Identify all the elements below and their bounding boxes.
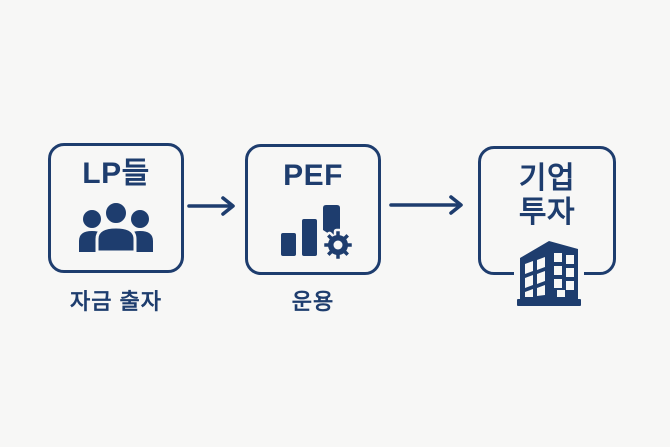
node-corp-title: 기업 투자 [518, 162, 576, 229]
people-group-icon [79, 200, 153, 259]
node-pef-caption: 운용 [291, 289, 335, 314]
bar-chart-gear-icon [279, 203, 357, 266]
node-pef-title: PEF [283, 159, 343, 192]
node-lp: LP들 [48, 143, 184, 273]
right-arrow-icon [389, 195, 463, 215]
node-pef: PEF [245, 144, 381, 275]
node-corp-investment: 기업 투자 [478, 146, 616, 275]
node-lp-caption: 자금 출자 [69, 289, 163, 314]
node-lp-title: LP들 [82, 157, 150, 190]
right-arrow-icon [187, 196, 235, 216]
building-icon [514, 237, 584, 316]
